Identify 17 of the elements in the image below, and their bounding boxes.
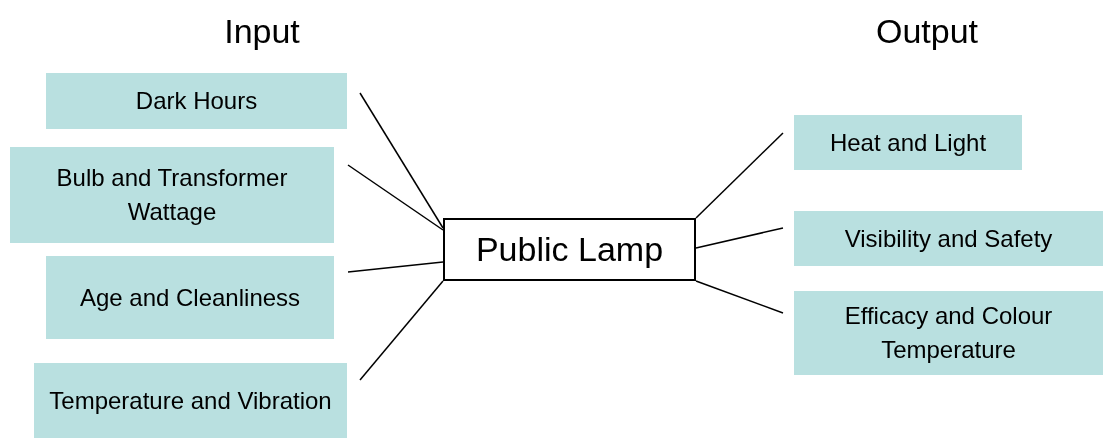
factor-box: Temperature and Vibration [34,363,347,438]
process-box: Public Lamp [443,218,696,281]
factor-box: Visibility and Safety [794,211,1103,266]
factor-box: Heat and Light [794,115,1022,170]
factor-box: Age and Cleanliness [46,256,334,339]
connector-line [695,227,784,249]
column-heading: Output [875,12,979,51]
connector-line [359,280,444,381]
factor-box: Dark Hours [46,73,347,129]
connector-line [347,164,444,231]
connector-line [347,261,444,273]
connector-line [359,92,444,229]
column-heading: Input [224,12,300,51]
connector-line [695,280,784,314]
factor-box: Efficacy and Colour Temperature [794,291,1103,375]
factor-box: Bulb and Transformer Wattage [10,147,334,243]
connector-line [695,132,784,219]
